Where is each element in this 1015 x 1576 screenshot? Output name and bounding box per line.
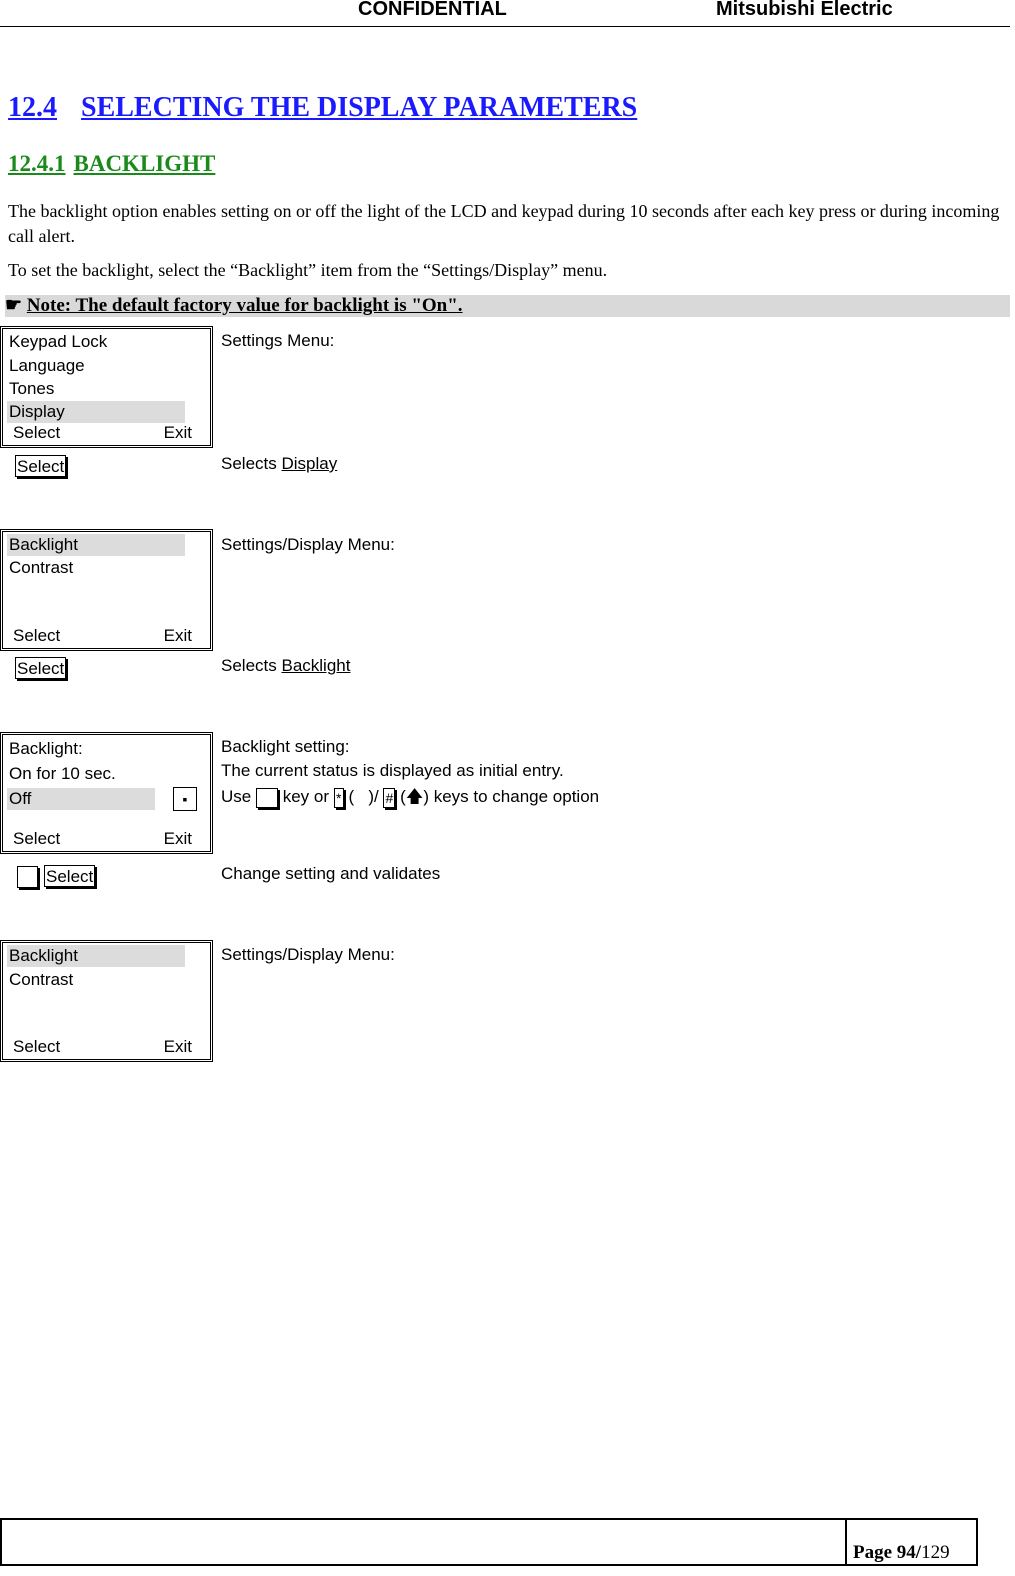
pointing-hand-icon: ☛ bbox=[5, 295, 23, 316]
screen-description: Settings/Display Menu: bbox=[221, 945, 395, 964]
lcd-screen-display-menu: Backlight Contrast Select Exit bbox=[0, 529, 213, 651]
subsection-number: 12.4.1 bbox=[8, 151, 66, 176]
softkey-select-label: Select bbox=[13, 423, 61, 442]
select-key-button: Select bbox=[44, 865, 96, 887]
menu-item-highlighted: Backlight bbox=[7, 534, 185, 556]
lcd-screen-display-menu: Backlight Contrast Select Exit bbox=[0, 940, 213, 1062]
section-number: 12.4 bbox=[8, 92, 57, 123]
backlight-icon: ▪ bbox=[173, 787, 197, 811]
nav-key-icon bbox=[17, 866, 38, 888]
up-arrow-icon: 🡅 bbox=[405, 787, 424, 806]
softkey-exit-label: Exit bbox=[163, 829, 192, 848]
page-number: Page 94/129 bbox=[853, 1542, 950, 1564]
setting-option: On for 10 sec. bbox=[9, 764, 116, 783]
step-target: Backlight bbox=[281, 656, 351, 675]
menu-item: Contrast bbox=[9, 970, 74, 989]
step-description: Selects Backlight bbox=[221, 653, 350, 678]
screen-description: Settings/Display Menu: bbox=[221, 535, 395, 554]
confidential-label: CONFIDENTIAL bbox=[358, 0, 507, 20]
step-prefix: Selects bbox=[221, 454, 282, 473]
subsection-title: BACKLIGHT bbox=[73, 151, 216, 176]
step-prefix: Selects bbox=[221, 656, 282, 675]
softkey-select-label: Select bbox=[13, 829, 61, 848]
note-box: ☛ Note: The default factory value for ba… bbox=[5, 295, 1010, 317]
softkey-select-label: Select bbox=[13, 626, 61, 645]
intro-paragraph: The backlight option enables setting on … bbox=[8, 201, 1000, 246]
step-description: Change setting and validates bbox=[221, 864, 441, 883]
menu-item-highlighted: Backlight bbox=[7, 945, 185, 967]
keys-text: ) keys to change option bbox=[423, 787, 600, 806]
softkey-select-label: Select bbox=[13, 1037, 61, 1056]
section-title: SELECTING THE DISPLAY PARAMETERS bbox=[81, 92, 638, 123]
page-total: 129 bbox=[921, 1542, 950, 1563]
menu-item-highlighted: Display bbox=[7, 401, 185, 423]
page-header: CONFIDENTIAL Mitsubishi Electric bbox=[0, 0, 1010, 27]
step-description: Selects Display bbox=[221, 451, 337, 476]
footer-divider bbox=[845, 1520, 847, 1564]
company-name: Mitsubishi Electric bbox=[716, 0, 893, 20]
softkey-exit-label: Exit bbox=[163, 423, 192, 442]
section-heading: 12.4 SELECTING THE DISPLAY PARAMETERS bbox=[8, 92, 637, 124]
softkey-exit-label: Exit bbox=[163, 626, 192, 645]
select-key-button: Select bbox=[15, 455, 67, 477]
page-footer: Page 94/129 bbox=[0, 1518, 978, 1566]
menu-item: Tones bbox=[9, 379, 55, 398]
screen-description: Settings Menu: bbox=[221, 331, 335, 350]
page-label: Page 94/ bbox=[853, 1542, 922, 1563]
step-target: Display bbox=[281, 454, 338, 473]
setting-title: Backlight: bbox=[9, 739, 83, 758]
menu-item: Contrast bbox=[9, 558, 74, 577]
screen-description: Backlight setting: bbox=[221, 737, 350, 756]
instruction-paragraph: To set the backlight, select the “Backli… bbox=[8, 260, 608, 280]
hash-key-icon: # bbox=[383, 787, 396, 808]
screen-description-detail: The current status is displayed as initi… bbox=[221, 761, 564, 780]
key-or-label: key or bbox=[282, 787, 329, 806]
select-key-button: Select bbox=[15, 657, 67, 679]
paren-slash: )/ bbox=[368, 787, 379, 806]
lcd-screen-backlight-setting: Backlight: On for 10 sec. Off ▪ Select E… bbox=[0, 732, 213, 854]
note-text: Note: The default factory value for back… bbox=[26, 295, 463, 316]
star-key-icon: * bbox=[333, 787, 344, 808]
nav-key-icon bbox=[255, 787, 278, 808]
menu-item: Keypad Lock bbox=[9, 332, 108, 351]
menu-item: Language bbox=[9, 356, 85, 375]
softkey-exit-label: Exit bbox=[163, 1037, 192, 1056]
paren-open: ( bbox=[348, 787, 355, 806]
setting-option-highlighted: Off bbox=[7, 788, 155, 810]
subsection-heading: 12.4.1 BACKLIGHT bbox=[8, 151, 215, 177]
arrow-paren: ( bbox=[400, 787, 406, 806]
lcd-screen-settings-menu: Keypad Lock Language Tones Display Selec… bbox=[0, 326, 213, 448]
use-label: Use bbox=[221, 787, 252, 806]
key-usage-line: Use key or * ( )/ # (🡅) keys to change o… bbox=[221, 784, 599, 809]
